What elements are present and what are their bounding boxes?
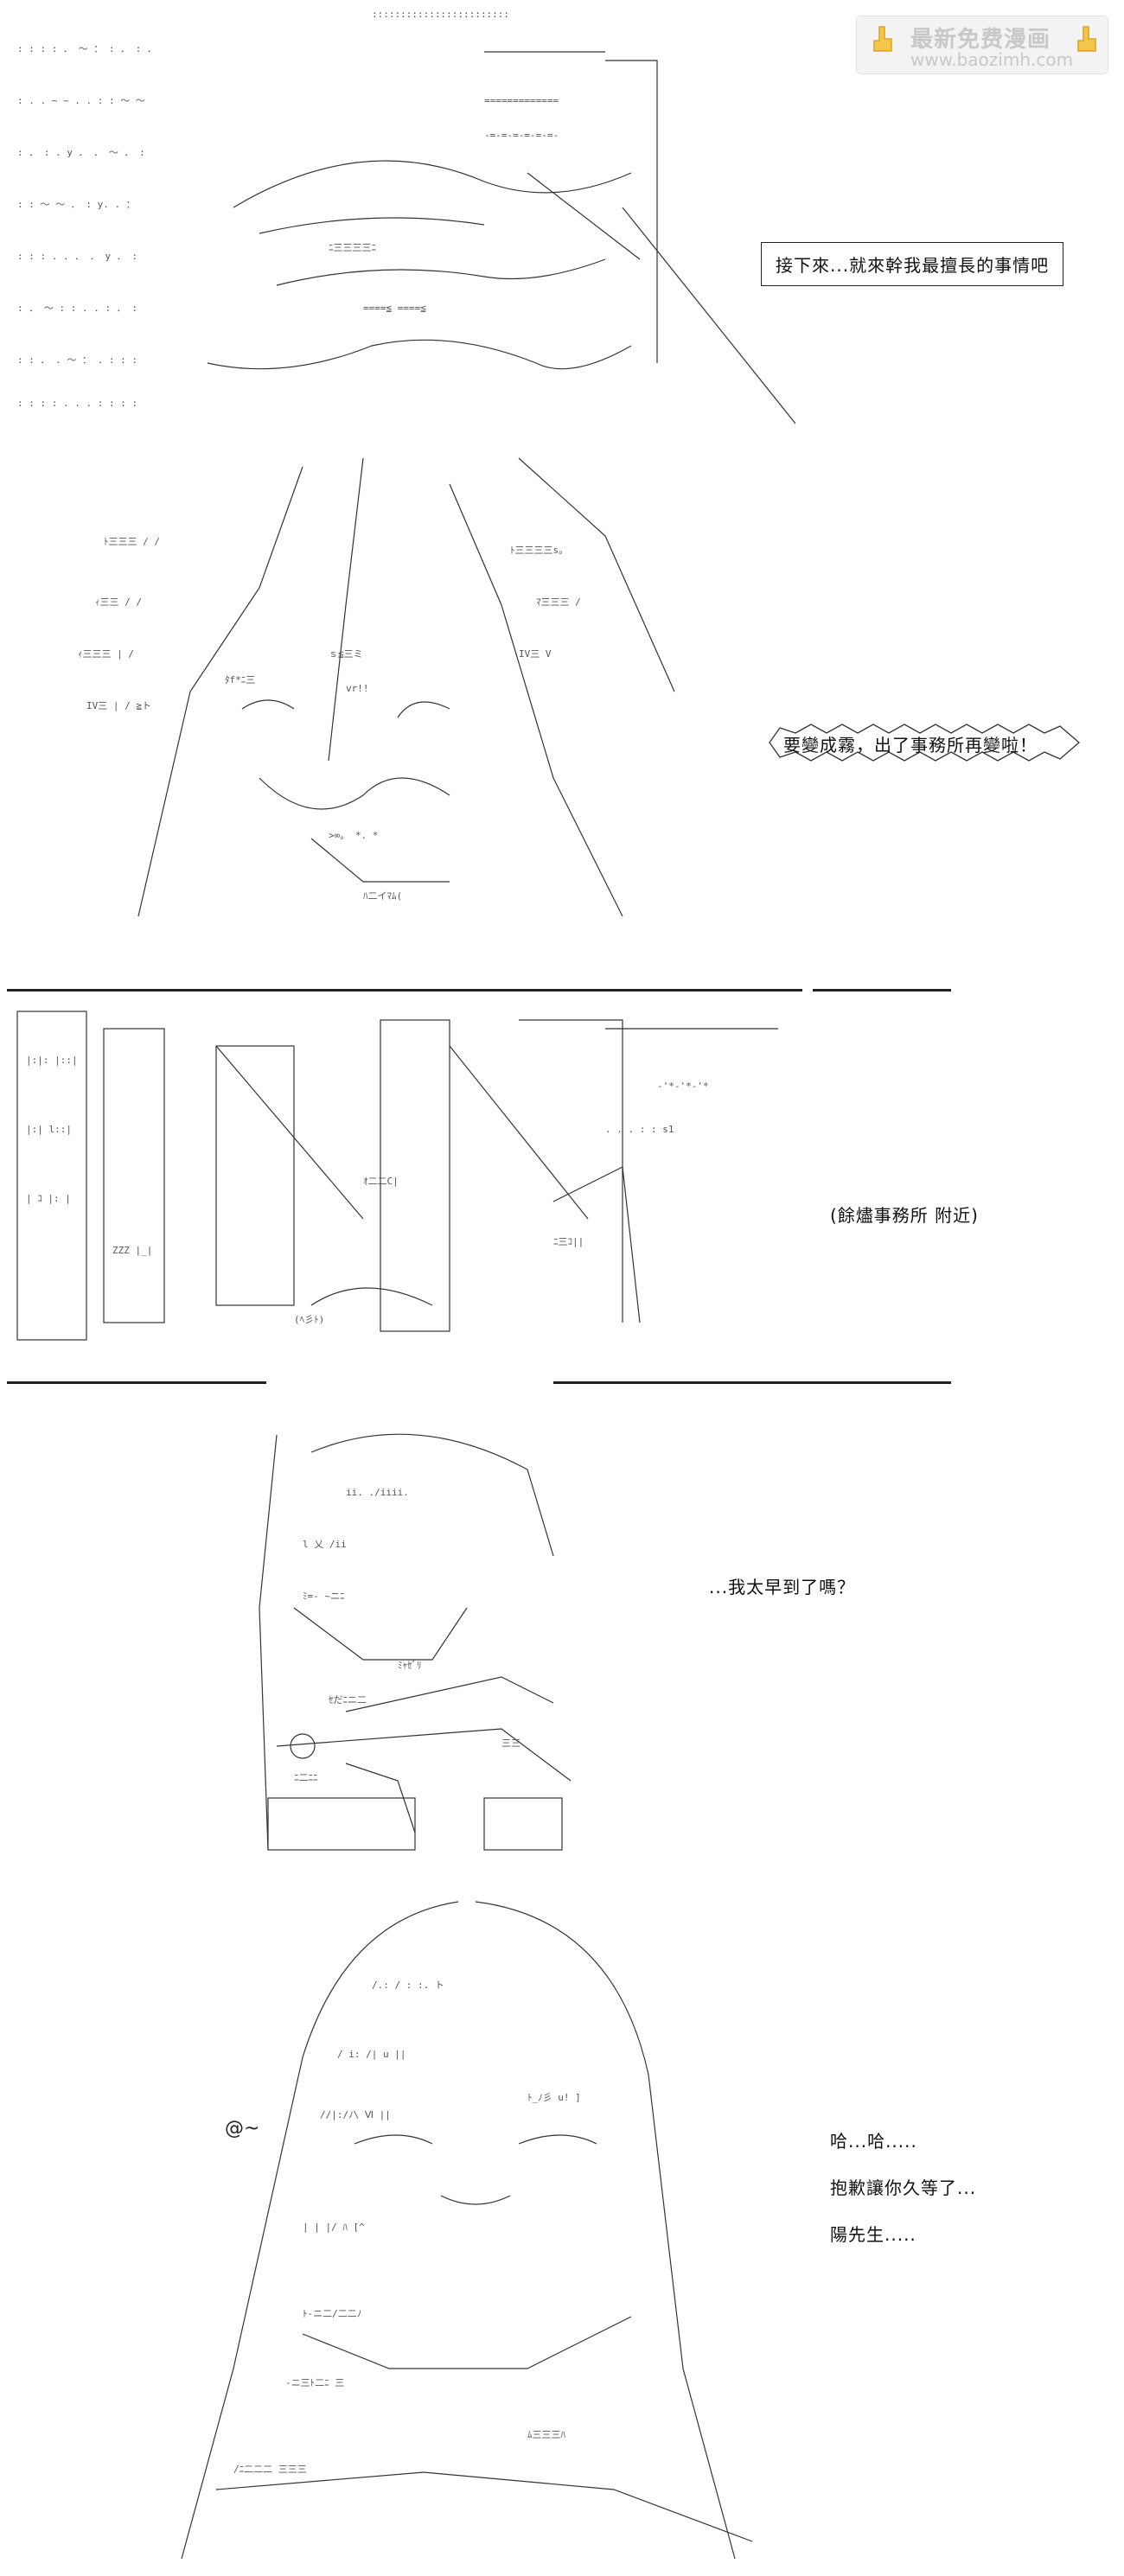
svg-text:: ． : . y ． ． ～ ． :: : ． : . y ． ． ～ ． : [17,147,145,158]
ascii-art-girl-panting: /.: / : :. ト / i: /| u || //|:/ﾉ\ Ⅵ || ﾄ… [130,1884,787,2567]
svg-text:::::::::::::::::::::::::: :::::::::::::::::::::::: [372,9,509,20]
svg-text:ｨ三三 / /: ｨ三三 / / [95,596,142,608]
svg-text:ﾆ三三三三ﾆ: ﾆ三三三三ﾆ [329,242,376,253]
svg-text:ZZZ |_|: ZZZ |_| [112,1245,152,1256]
svg-text:(ﾍ彡ﾄ): (ﾍ彡ﾄ) [294,1314,324,1325]
dialogue-line: 抱歉讓你久等了... [830,2177,977,2198]
svg-text:-'*-'*-'*: -'*-'*-'* [657,1081,709,1092]
svg-text:|:| l::|: |:| l::| [26,1124,72,1135]
svg-text:ﾄ_ﾉ彡 u! ]: ﾄ_ﾉ彡 u! ] [527,2092,581,2103]
panel-divider [7,1381,266,1384]
svg-text:ﾄ-ニ二/二二ﾉ: ﾄ-ニ二/二二ﾉ [303,2308,361,2319]
ascii-art-town-scene: |:|: |::| |:| l::| | ｺ |: | ZZZ |_| -'*-… [0,994,804,1374]
svg-text:ﾄ三三三三s。: ﾄ三三三三s。 [510,545,568,556]
svg-text:/.: / : :. ト: /.: / : :. ト [372,1980,444,1991]
svg-text:| ｺ |: |: | ｺ |: | [26,1193,71,1204]
location-caption: (餘燼事務所 附近) [830,1205,979,1226]
shout-text: 要變成霧，出了事務所再變啦！ [783,735,1038,756]
svg-text:| | |/ ﾊ [^: | | |/ ﾊ [^ [303,2222,365,2233]
svg-text:-ニ三ﾄ二ﾆ 三: -ニ三ﾄ二ﾆ 三 [285,2377,344,2388]
spiky-bubble-outline [769,724,1080,762]
svg-text:IV三 | / ≧ト: IV三 | / ≧ト [86,700,151,711]
panting-sfx: @~ [225,2118,260,2139]
svg-text:ﾐ=- ~ニﾆ: ﾐ=- ~ニﾆ [303,1591,345,1602]
dialogue-box: 接下來...就來幹我最擅長的事情吧 [761,242,1064,286]
dialogue-line: 陽先生..... [830,2224,916,2245]
svg-text:ﾊ二イﾏﾑ(: ﾊ二イﾏﾑ( [363,890,402,902]
thought-text: ...我太早到了嗎？ [709,1577,856,1597]
panel-2: ﾄ三三三 / / ｨ三三 / / ｨ三三三 | / IV三 | / ≧ト ﾄ三三… [0,432,1124,968]
svg-text:ｨ三三三 | /: ｨ三三三 | / [78,648,134,660]
ascii-art-eyes-closeup: : : : : ． ～ ： : ． : ． : . . ~ ~ . . : : … [0,0,795,432]
panel-3: |:|: |::| |:| l::| | ｺ |: | ZZZ |_| -'*-… [0,968,1124,1418]
svg-text:: : ～ ～ ． : y. . ：: : : ～ ～ ． : y. . ： [17,199,136,210]
panel-1: : : : : ． ～ ： : ． : ． : . . ~ ~ . . : : … [0,0,1124,432]
svg-text:三三: 三三 [501,1738,520,1749]
dialogue-line: 哈...哈..... [830,2131,917,2152]
svg-text:: ． ～ : : . . : ． :: : ． ～ : : . . : ． : [17,303,137,314]
svg-text:: . . ~ ~ . . : : ～ ～: : . . ~ ~ . . : : ～ ～ [17,95,145,106]
svg-text:ﾄ三三三 / /: ﾄ三三三 / / [104,536,160,547]
dialogue-lines: 哈...哈..... 抱歉讓你久等了... 陽先生..... [830,2118,976,2258]
svg-text:ﾏ三三三 /: ﾏ三三三 / [536,596,581,608]
svg-text:/ i: /| u ||: / i: /| u || [337,2049,406,2060]
svg-text:ｓ≦三ミ: ｓ≦三ミ [329,648,363,660]
panel-4: ii. ./iiii. l 乂 /ii ﾐ=- ~ニﾆ ﾐｬｾﾞﾘ ｾだﾆニ二 … [0,1418,1124,1884]
svg-text:ii. ./iiii.: ii. ./iiii. [346,1487,409,1498]
panel-divider [813,1381,951,1384]
pointing-hand-icon [1077,26,1096,52]
svg-text:ｾだﾆニ二: ｾだﾆニ二 [329,1694,367,1706]
svg-text:/ﾆ二二二 三三三: /ﾆ二二二 三三三 [233,2464,307,2475]
watermark-title: 最新免费漫画 [910,27,1051,53]
ascii-art-girl-portrait: ﾄ三三三 / / ｨ三三 / / ｨ三三三 | / IV三 | / ≧ト ﾄ三三… [0,432,744,968]
shout-bubble: 要變成霧，出了事務所再變啦！ [761,717,1080,770]
svg-text://|:/ﾉ\ Ⅵ ||: //|:/ﾉ\ Ⅵ || [320,2109,391,2120]
svg-text:ｵ二二C|: ｵ二二C| [363,1176,399,1187]
svg-text:IV三 V: IV三 V [519,648,552,660]
watermark-url: www.baozimh.com [910,49,1074,70]
svg-text:ﾆ二ﾆﾆ: ﾆ二ﾆﾆ [294,1772,318,1783]
svg-text:: : : : . . . : : : :: : : : : . . . : : : : [17,398,137,409]
pointing-hand-icon [873,26,892,52]
svg-text:ﾀf*ﾆ三: ﾀf*ﾆ三 [225,674,255,685]
svg-text:|:|: |::|: |:|: |::| [26,1055,78,1066]
svg-text:: : : . . ． ． y ． :: : : : . . ． ． y ． : [17,251,137,262]
panel-divider [553,1381,813,1384]
svg-text:ﾑ三三三ﾊ: ﾑ三三三ﾊ [527,2429,565,2440]
svg-text:: : : : ． ～ ： : ． : ．: : : : : ． ～ ： : ． : ． [17,43,156,54]
svg-text:====≦ ====≦: ====≦ ====≦ [363,303,426,314]
svg-text:ﾐｬｾﾞﾘ: ﾐｬｾﾞﾘ [398,1660,422,1671]
svg-text:vr!!: vr!! [346,683,369,694]
svg-text:ﾆ三ｺ||: ﾆ三ｺ|| [553,1236,584,1247]
svg-text:=============: ============= [484,95,559,106]
panel-divider [813,989,951,992]
watermark: 最新免费漫画 www.baozimh.com [856,16,1108,74]
panel-divider [7,989,802,992]
svg-text:: : ． . ～ ： . : : :: : : ． . ～ ： . : : : [17,354,137,366]
svg-text:l 乂 /ii: l 乂 /ii [303,1539,347,1550]
ascii-art-character-waiting: ii. ./iiii. l 乂 /ii ﾐ=- ~ニﾆ ﾐｬｾﾞﾘ ｾだﾆニ二 … [242,1418,640,1867]
svg-text:>∞。 *. *: >∞。 *. * [329,830,378,841]
panel-5: /.: / : :. ト / i: /| u || //|:/ﾉ\ Ⅵ || ﾄ… [0,1884,1124,2576]
svg-text:. . . : : s1: . . . : : s1 [605,1124,674,1135]
svg-text:-=-=-=-=-=-=-: -=-=-=-=-=-=- [484,130,559,141]
